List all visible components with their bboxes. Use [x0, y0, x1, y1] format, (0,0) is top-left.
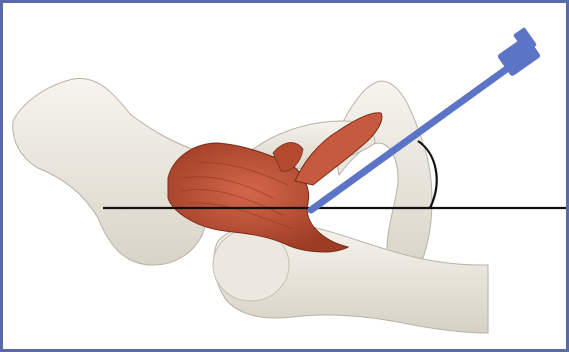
hip-model-illustration — [3, 3, 566, 349]
